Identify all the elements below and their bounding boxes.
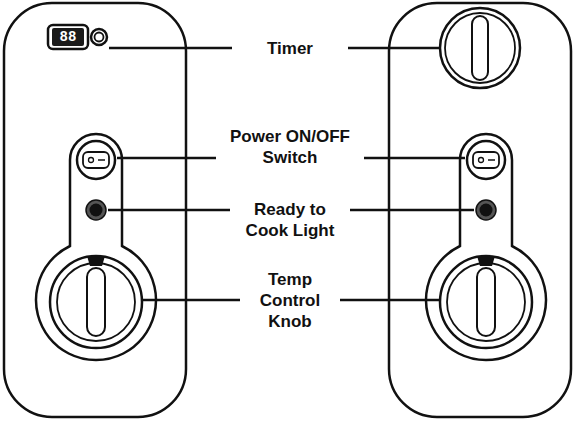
leader-line	[109, 47, 232, 50]
switch-on-symbol	[98, 159, 105, 161]
leader-line	[142, 299, 240, 302]
ready-light-ring	[476, 200, 496, 220]
switch-off-symbol	[479, 158, 484, 163]
leader-line	[364, 157, 465, 160]
temp-knob	[50, 256, 142, 348]
control-cluster	[36, 134, 156, 360]
temp-indicator-mark	[477, 256, 495, 266]
leader-line	[340, 299, 440, 302]
power-switch	[467, 141, 505, 179]
callout-label: Power ON/OFF Switch	[224, 126, 356, 168]
cluster-outline	[426, 134, 546, 360]
leader-line	[108, 209, 230, 212]
timer-button-center	[95, 33, 104, 42]
timer-knob-grip	[472, 16, 488, 80]
switch-rocker	[83, 152, 109, 168]
temp-knob-ring	[57, 263, 135, 341]
control-cluster	[426, 134, 546, 360]
leader-line	[117, 157, 216, 160]
temp-indicator-mark	[87, 256, 105, 266]
temp-knob-grip	[87, 268, 105, 336]
temp-knob	[440, 256, 532, 348]
display-bezel	[48, 25, 88, 49]
temp-knob-ring	[447, 263, 525, 341]
ready-light	[90, 204, 103, 217]
leader-line	[348, 47, 439, 50]
callout-label: Timer	[240, 38, 340, 59]
timer-knob-ring	[445, 13, 515, 83]
cluster-outline	[36, 134, 156, 360]
switch-off-symbol	[89, 158, 94, 163]
display-digits: 88	[48, 30, 88, 45]
timer-button	[91, 29, 107, 45]
temp-knob-grip	[477, 268, 495, 336]
timer-knob	[440, 8, 520, 88]
switch-rocker	[473, 152, 499, 168]
callout-label: Temp Control Knob	[248, 269, 332, 332]
power-switch	[77, 141, 115, 179]
switch-on-symbol	[488, 159, 495, 161]
leader-line	[350, 209, 474, 212]
callout-label: Ready to Cook Light	[238, 199, 342, 241]
ready-light	[480, 204, 493, 217]
ready-light-ring	[86, 200, 106, 220]
